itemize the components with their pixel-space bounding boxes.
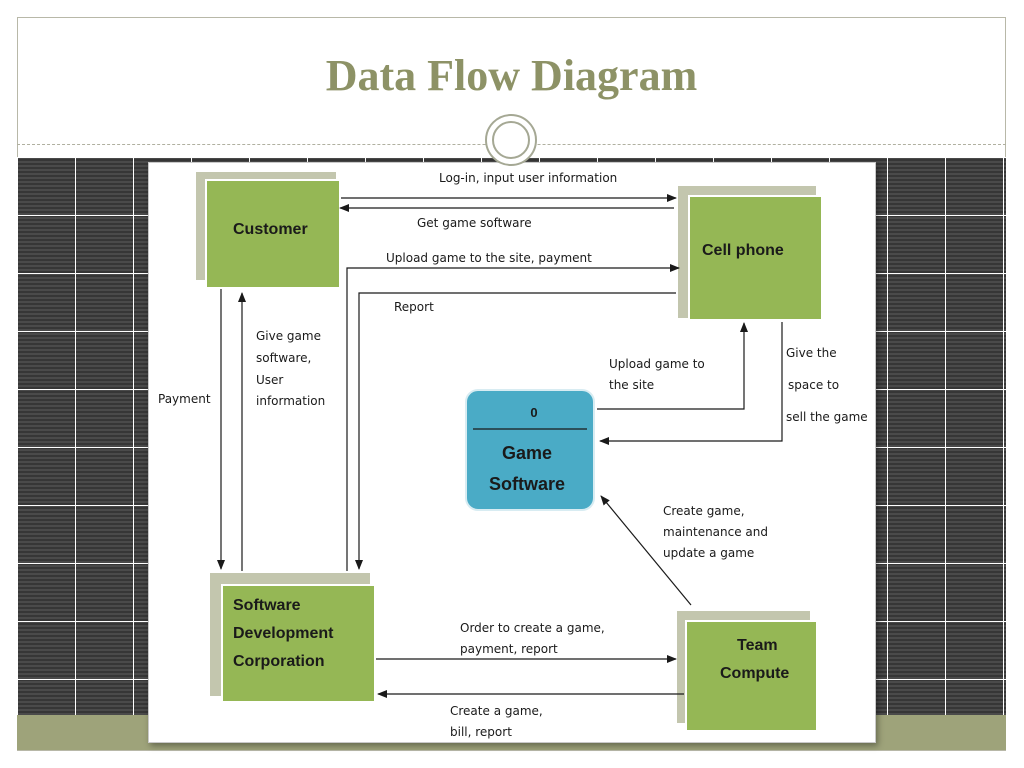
flow-label-give-space-line2: space to bbox=[788, 378, 839, 392]
process-game-software: 0 Game Software bbox=[465, 389, 595, 511]
entity-cell-phone-label: Cell phone bbox=[702, 242, 784, 259]
diagram-card: Customer Cell phone Software Development… bbox=[148, 162, 876, 743]
entity-sdc-label-line3: Corporation bbox=[233, 653, 325, 670]
flow-label-give-space-line3: sell the game bbox=[786, 410, 868, 424]
entity-team-compute: Team Compute bbox=[677, 611, 818, 732]
entity-sdc-label-line1: Software bbox=[233, 597, 301, 614]
slide-title: Data Flow Diagram bbox=[325, 51, 698, 100]
circle-ornament-icon bbox=[485, 114, 537, 166]
entity-team-compute-label-line1: Team bbox=[737, 637, 778, 654]
process-name-line1: Game bbox=[502, 443, 552, 463]
flow-arrow-create-maintenance bbox=[600, 495, 692, 606]
entity-sdc-label-line2: Development bbox=[233, 625, 334, 642]
flow-label-create-bill-line2: bill, report bbox=[450, 725, 512, 739]
flow-label-create-maintenance-line3: update a game bbox=[663, 546, 754, 560]
flow-label-create-maintenance-line1: Create game, bbox=[663, 504, 745, 518]
entity-customer-label: Customer bbox=[233, 221, 308, 238]
flow-label-upload-payment: Upload game to the site, payment bbox=[386, 251, 592, 265]
flow-label-give-game-line3: User bbox=[256, 373, 283, 387]
flow-label-create-maintenance-line2: maintenance and bbox=[663, 525, 768, 539]
process-number: 0 bbox=[530, 405, 537, 420]
process-name-line2: Software bbox=[489, 474, 565, 494]
entity-team-compute-label-line2: Compute bbox=[720, 665, 789, 682]
flow-label-order-line2: payment, report bbox=[460, 642, 558, 656]
flow-label-give-game-line4: information bbox=[256, 394, 325, 408]
flow-label-get-game: Get game software bbox=[417, 216, 532, 230]
flow-arrow-upload-payment bbox=[346, 264, 680, 571]
flow-label-give-game-line1: Give game bbox=[256, 329, 321, 343]
flow-label-upload-site-line2: the site bbox=[609, 378, 654, 392]
data-flow-diagram: Customer Cell phone Software Development… bbox=[158, 171, 868, 739]
flow-label-give-game-line2: software, bbox=[256, 351, 311, 365]
flow-label-order-line1: Order to create a game, bbox=[460, 621, 605, 635]
entity-software-development-corporation: Software Development Corporation bbox=[210, 573, 376, 703]
flow-arrow-upload-site bbox=[597, 322, 748, 410]
entity-cell-phone: Cell phone bbox=[678, 186, 823, 321]
flow-label-create-bill-line1: Create a game, bbox=[450, 704, 543, 718]
flow-arrow-give-space bbox=[599, 322, 783, 445]
flow-arrow-report bbox=[355, 292, 676, 570]
flow-label-login: Log-in, input user information bbox=[439, 171, 617, 185]
entity-customer: Customer bbox=[196, 172, 341, 289]
flow-label-payment: Payment bbox=[158, 392, 211, 406]
flow-label-give-space-line1: Give the bbox=[786, 346, 837, 360]
flow-label-upload-site-line1: Upload game to bbox=[609, 357, 705, 371]
flow-label-report: Report bbox=[394, 300, 434, 314]
